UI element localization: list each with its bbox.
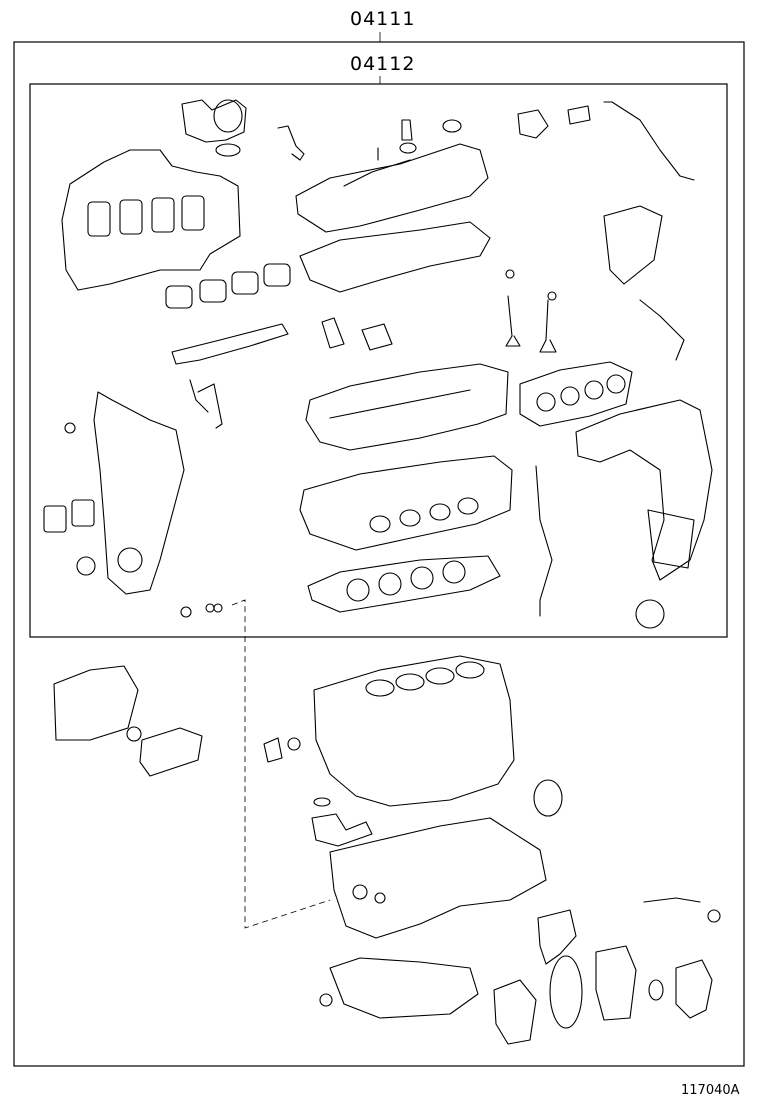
throttle-body xyxy=(181,99,247,157)
cylinder-head-gasket xyxy=(307,555,501,613)
oil-pan-lower xyxy=(319,957,479,1019)
inner-kit-frame xyxy=(29,83,728,638)
valves xyxy=(505,269,557,353)
water-inlet xyxy=(595,897,721,1021)
water-pump xyxy=(493,909,583,1045)
sensor-harness xyxy=(517,101,695,361)
figure-id: 117040A xyxy=(681,1083,740,1098)
dashed-leader xyxy=(231,599,331,929)
exhaust-manifold xyxy=(575,399,713,581)
kit-label-inner: 04112 xyxy=(350,53,416,75)
intake-manifold xyxy=(61,149,241,291)
oil-seal xyxy=(635,599,665,629)
spark-plug xyxy=(277,125,305,161)
cylinder-head xyxy=(299,455,513,551)
exhaust-manifold-gasket xyxy=(519,361,633,427)
head-cover-gasket xyxy=(299,221,491,293)
cylinder-block xyxy=(263,655,515,807)
cylinder-head-cover xyxy=(295,119,489,233)
camshaft-housing xyxy=(305,317,509,451)
oil-pump xyxy=(311,797,373,847)
rear-oil-seal xyxy=(533,779,563,817)
mount-bracket xyxy=(53,665,203,777)
small-gaskets-left xyxy=(43,422,223,618)
intake-manifold-gasket xyxy=(165,263,291,309)
oil-pan-upper xyxy=(329,817,547,939)
timing-chain-cover xyxy=(93,391,185,595)
kit-label-outer: 04111 xyxy=(350,8,416,30)
outer-kit-frame xyxy=(13,41,745,1067)
dipstick-guide xyxy=(535,465,553,617)
fuel-rail xyxy=(171,323,289,429)
